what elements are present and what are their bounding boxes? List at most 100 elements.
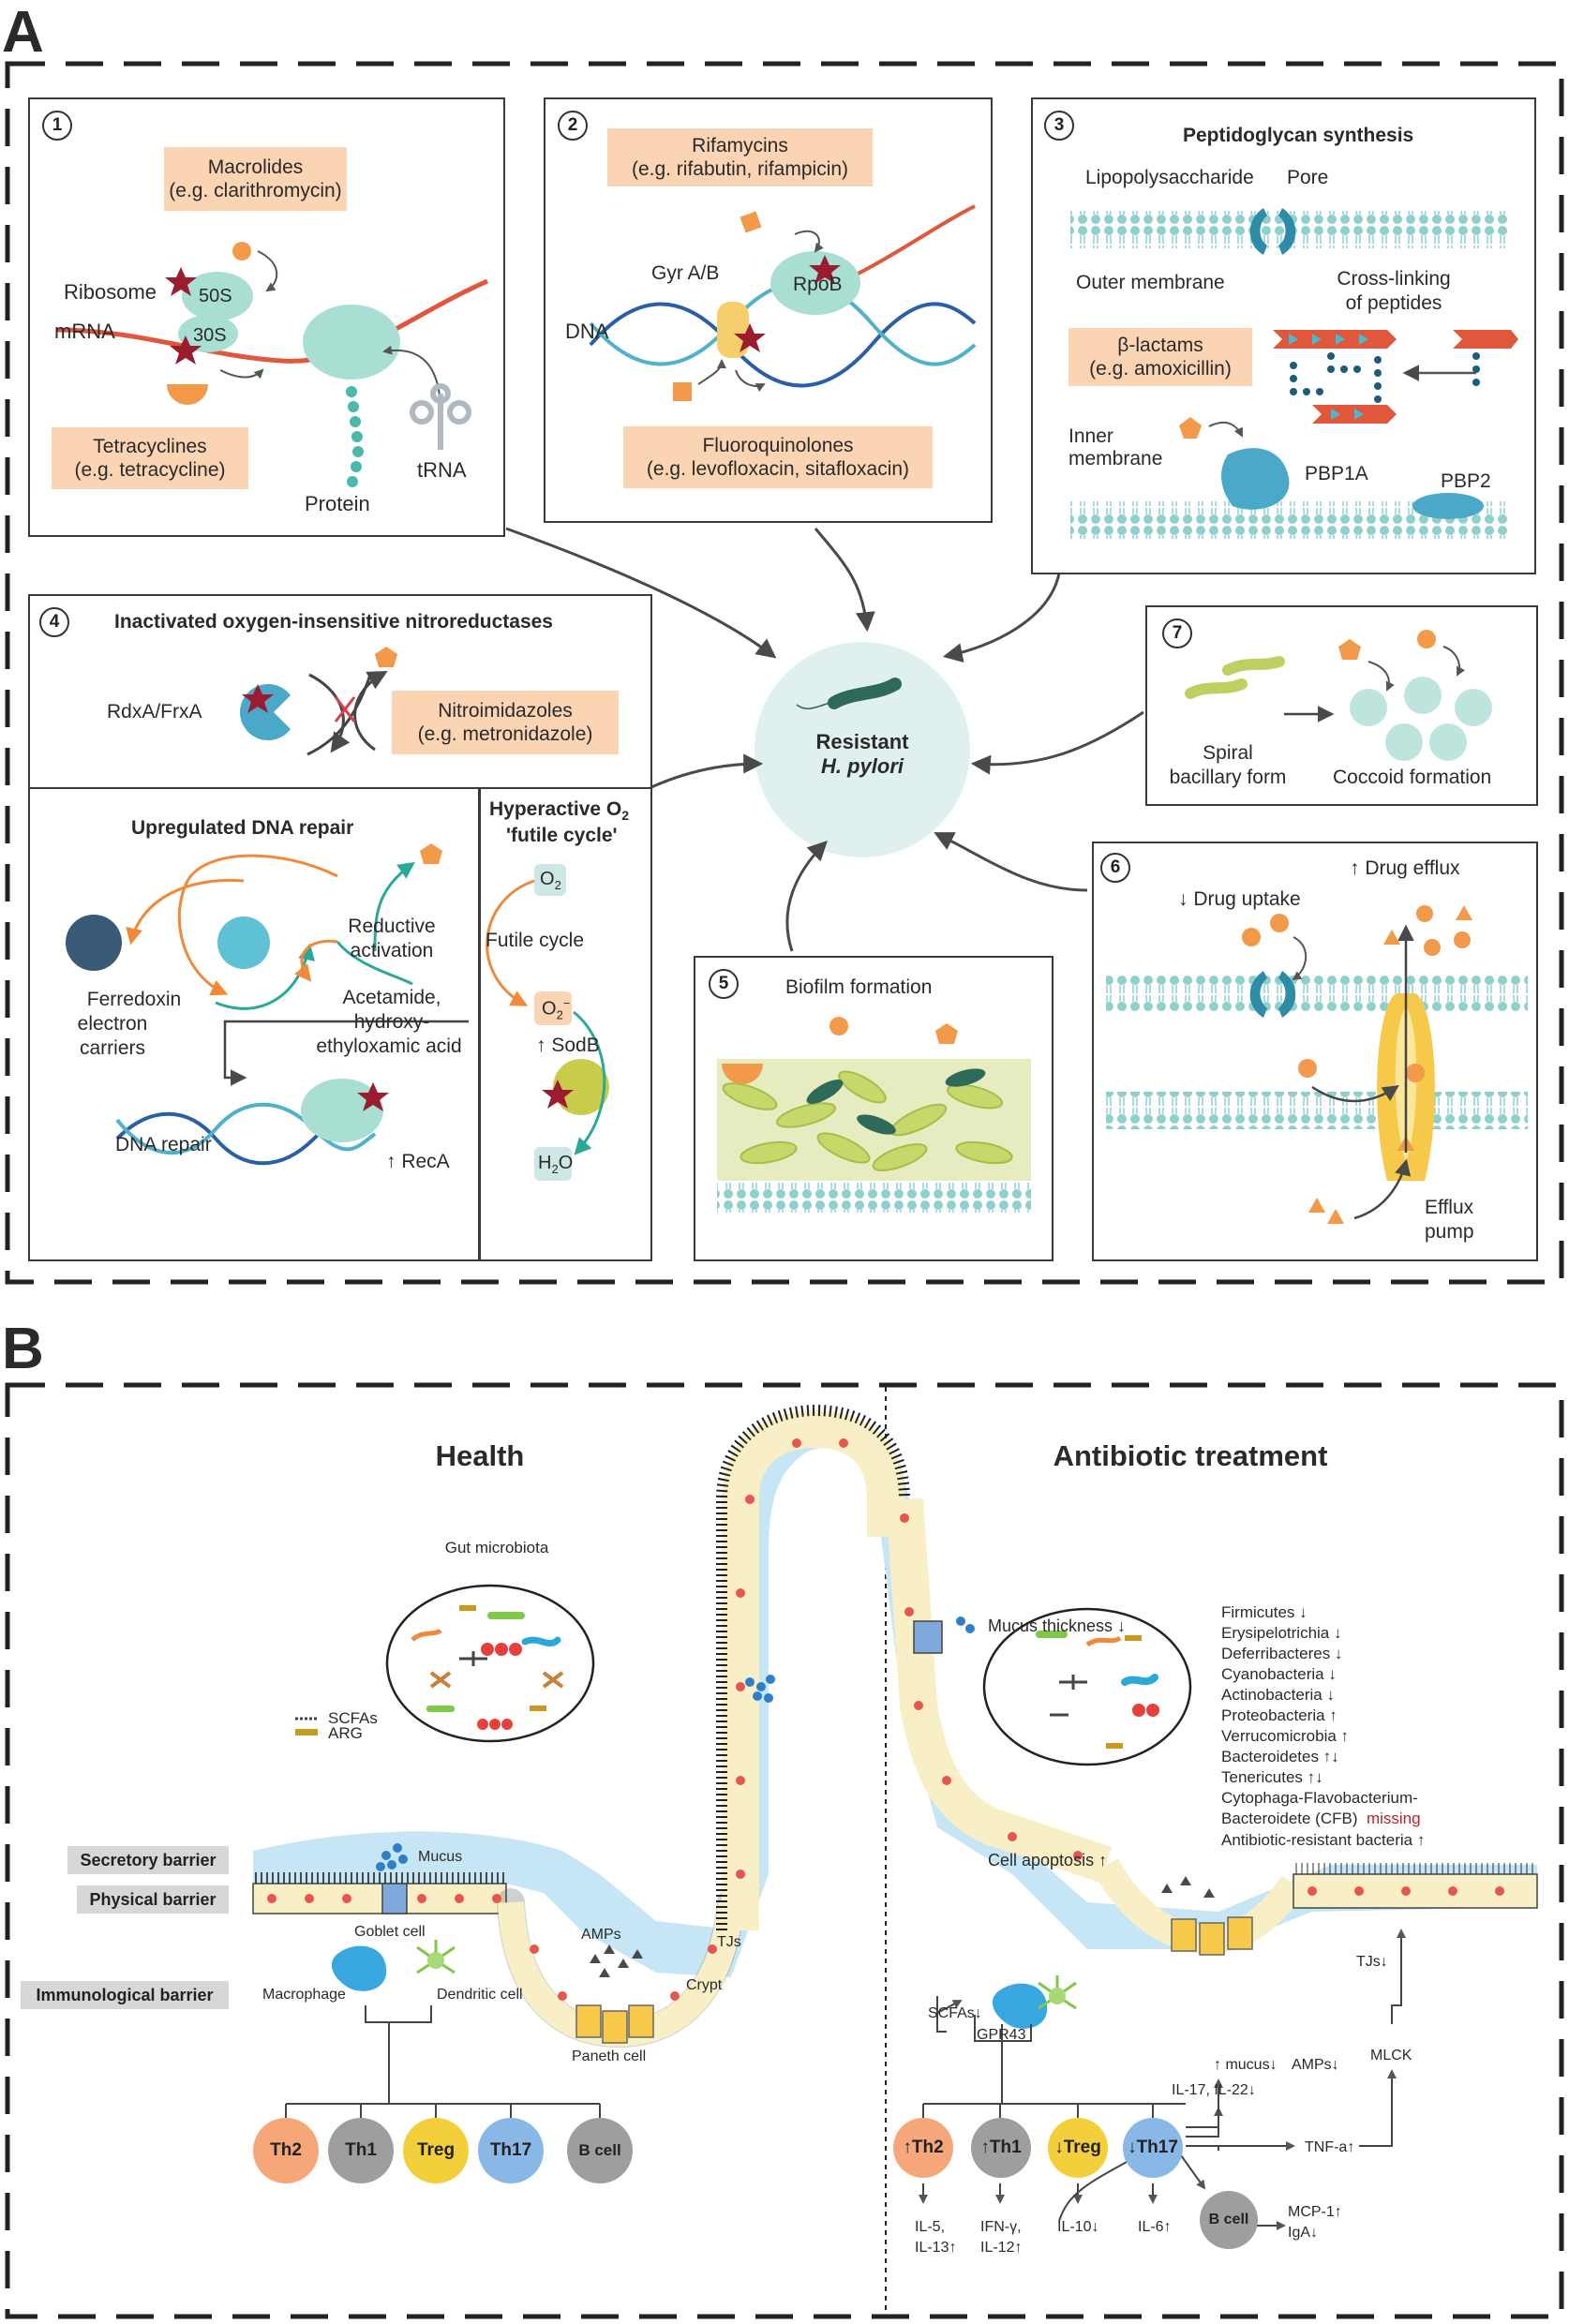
panel-5-biofilm xyxy=(694,956,1053,1261)
acetamide-label-3: ethyloxamic acid xyxy=(316,1035,462,1057)
bacteria-item: Bacteroidetes ↑↓ xyxy=(1221,1748,1339,1765)
gyr-label: Gyr A/B xyxy=(651,262,720,284)
cell-bcell: B cell xyxy=(567,2118,633,2183)
pore-label: Pore xyxy=(1287,167,1329,188)
efflux-pump-label-2: pump xyxy=(1425,1221,1474,1243)
pbp2-label: PBP2 xyxy=(1441,470,1491,492)
panel-6-number: 6 xyxy=(1100,853,1130,883)
panel-1-ribosome xyxy=(28,97,505,537)
nitroimidazoles-label: Nitroimidazoles xyxy=(438,699,573,722)
mcp-label: MCP-1↑ xyxy=(1288,2204,1342,2220)
panel-a-label: A xyxy=(2,0,44,65)
amps-label: AMPs xyxy=(581,1927,621,1943)
biofilm-title: Biofilm formation xyxy=(785,976,933,998)
panel-3-number: 3 xyxy=(1044,111,1074,141)
spiral-label-1: Spiral xyxy=(1203,742,1253,764)
drug-uptake-label: ↓ Drug uptake xyxy=(1178,888,1301,910)
hyperactive-text: Hyperactive O xyxy=(489,798,622,820)
iga-label: IgA↓ xyxy=(1288,2225,1319,2241)
tetracyclines-label: Tetracyclines xyxy=(93,435,207,457)
bacteria-list: Firmicutes ↓ Erysipelotrichia ↓ Deferrib… xyxy=(1221,1602,1425,1852)
panel-a-border xyxy=(5,61,1564,1285)
bacteria-item: Verrucomicrobia ↑ xyxy=(1221,1727,1350,1745)
health-title: Health xyxy=(435,1439,525,1472)
panel-2-number: 2 xyxy=(558,111,588,141)
nitroimidazoles-example: (e.g. metronidazole) xyxy=(417,723,593,745)
tjs-label: TJs xyxy=(717,1934,741,1950)
macrophage-label: Macrophage xyxy=(262,1987,346,2003)
cell-th1-antibiotic: ↑Th1 xyxy=(971,2118,1031,2178)
il13-label: IL-13↑ xyxy=(915,2240,957,2256)
panel-4-number: 4 xyxy=(39,607,69,637)
trna-label: tRNA xyxy=(417,458,467,482)
beta-lactams-box: β-lactams (e.g. amoxicillin) xyxy=(1068,328,1252,386)
pbp1a-label: PBP1A xyxy=(1305,463,1368,484)
carriers-label: carriers xyxy=(79,1037,146,1059)
crosslink-label-2: of peptides xyxy=(1345,292,1442,314)
dna-repair-label: DNA repair xyxy=(115,1134,212,1155)
inner-membrane-label-2: membrane xyxy=(1068,448,1163,469)
mlck-label: MLCK xyxy=(1370,2048,1412,2063)
bacteria-item: Proteobacteria ↑ xyxy=(1221,1706,1337,1724)
panel-5-number: 5 xyxy=(709,969,739,999)
resistant-bacteria-item: Antibiotic-resistant bacteria ↑ xyxy=(1221,1831,1426,1849)
nitroimidazoles-box: Nitroimidazoles (e.g. metronidazole) xyxy=(392,691,619,754)
fluoroquinolones-label: Fluoroquinolones xyxy=(702,434,854,456)
cell-treg-antibiotic: ↓Treg xyxy=(1048,2118,1108,2178)
panel-4-divider xyxy=(478,789,481,1259)
electron-label: electron xyxy=(77,1013,148,1035)
gut-microbiota-label: Gut microbiota xyxy=(444,1539,549,1557)
cell-th2-antibiotic: ↑Th2 xyxy=(893,2118,953,2178)
panel-b-label: B xyxy=(2,1317,44,1381)
reductive-label: Reductive xyxy=(348,916,436,937)
rdx-label: RdxA/FrxA xyxy=(107,701,202,723)
tetracyclines-example: (e.g. tetracycline) xyxy=(74,459,226,481)
h2o-label: H2O xyxy=(538,1153,573,1177)
spiral-label-2: bacillary form xyxy=(1169,767,1287,788)
arg-legend-label: ARG xyxy=(328,1724,363,1742)
il10-label: IL-10↓ xyxy=(1057,2219,1099,2235)
antibiotic-title: Antibiotic treatment xyxy=(1053,1439,1328,1472)
bacteria-item: Firmicutes ↓ xyxy=(1221,1603,1308,1621)
hyperactive-subscript: 2 xyxy=(621,808,630,824)
o2-label: O2 xyxy=(540,869,561,893)
il17-label: IL-17, IL-22↓ xyxy=(1172,2082,1256,2098)
h2o-subscript: 2 xyxy=(551,1162,559,1176)
panel-4-nitroreductase xyxy=(28,594,652,791)
missing-text: missing xyxy=(1366,1810,1421,1827)
rifamycins-example: (e.g. rifabutin, rifampicin) xyxy=(631,158,849,180)
hyperactive-title-2: 'futile cycle' xyxy=(506,825,618,846)
crypt-label: Crypt xyxy=(686,1977,723,1993)
mucus-thickness-label: Mucus thickness ↓ xyxy=(988,1616,1127,1635)
panel-4-lower xyxy=(28,787,652,1261)
cell-treg: Treg xyxy=(403,2118,469,2183)
ribosome-label: Ribosome xyxy=(64,280,157,304)
il5-label: IL-5, xyxy=(915,2219,946,2235)
superoxide-label: O2− xyxy=(542,996,570,1022)
ifn-label: IFN-γ, xyxy=(980,2219,1022,2235)
superoxide-text: O xyxy=(542,998,557,1020)
nitroreductase-title: Inactivated oxygen-insensitive nitroredu… xyxy=(114,611,553,633)
tnf-label: TNF-a↑ xyxy=(1305,2139,1355,2155)
cfb-text: Bacteroidete (CFB) xyxy=(1221,1810,1358,1827)
cell-th1: Th1 xyxy=(328,2118,394,2183)
panel-7-number: 7 xyxy=(1162,618,1192,648)
macrolides-example: (e.g. clarithromycin) xyxy=(169,180,342,201)
bacteria-item: Deferribacteres ↓ xyxy=(1221,1645,1343,1662)
50s-label: 50S xyxy=(199,286,232,306)
fluoroquinolones-box: Fluoroquinolones (e.g. levofloxacin, sit… xyxy=(623,426,933,488)
paneth-cell-label: Paneth cell xyxy=(572,2048,647,2064)
mucus-up-label: ↑ mucus↓ xyxy=(1214,2057,1278,2073)
bacteria-item: Tenericutes ↑↓ xyxy=(1221,1768,1323,1786)
fluoroquinolones-example: (e.g. levofloxacin, sitafloxacin) xyxy=(646,458,910,480)
physical-barrier-label: Physical barrier xyxy=(77,1885,229,1914)
o2-text: O xyxy=(540,869,555,889)
gpr43-label: GPR43 xyxy=(977,2027,1026,2043)
sodb-label: ↑ SodB xyxy=(536,1035,600,1056)
dna-repair-title: Upregulated DNA repair xyxy=(131,817,354,839)
rifamycins-label: Rifamycins xyxy=(692,134,788,156)
bacteria-item-cfb: Bacteroidete (CFB) missing xyxy=(1221,1809,1425,1829)
bacteria-item: Cyanobacteria ↓ xyxy=(1221,1665,1337,1683)
bacteria-item: Actinobacteria ↓ xyxy=(1221,1686,1335,1704)
